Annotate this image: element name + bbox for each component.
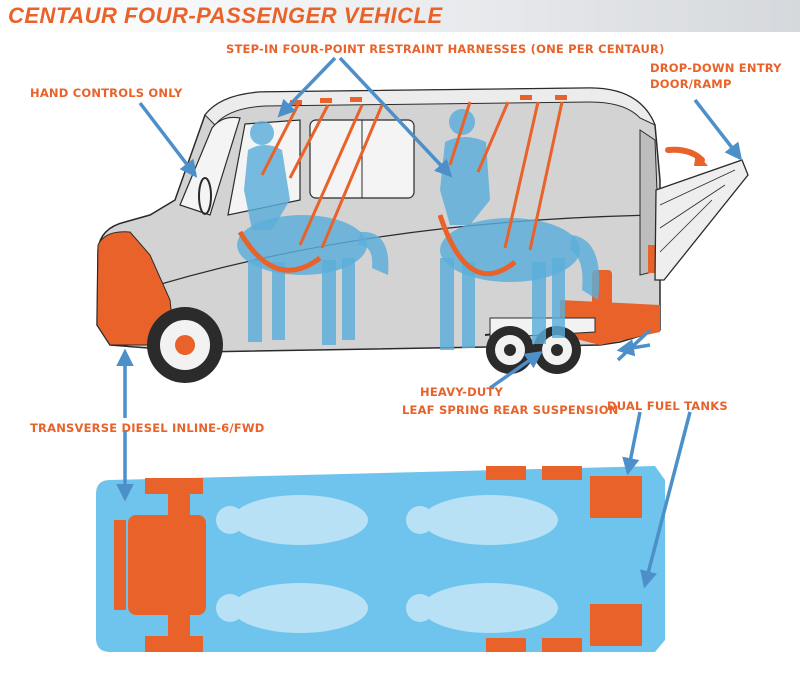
windshield [179, 116, 241, 216]
label-suspension-line1: HEAVY-DUTY [420, 385, 503, 399]
label-engine: TRANSVERSE DIESEL INLINE-6/FWD [30, 421, 265, 435]
label-entry-line2: DOOR/RAMP [650, 77, 732, 91]
plan-engine [128, 515, 206, 615]
plan-fuel-tank-bottom [590, 604, 642, 646]
entry-ramp [654, 146, 749, 281]
label-entry-line1: DROP-DOWN ENTRY [650, 61, 782, 75]
page-title: CENTAUR FOUR-PASSENGER VEHICLE [8, 3, 443, 28]
centaur-passenger [440, 109, 600, 350]
plan-front-wheel-bottom [145, 636, 203, 652]
rear-wheel-2 [533, 326, 581, 374]
label-harnesses: STEP-IN FOUR-POINT RESTRAINT HARNESSES (… [226, 42, 665, 56]
van-top-view [96, 466, 665, 652]
plan-centaur-3 [422, 495, 558, 545]
plan-centaur-2 [232, 583, 368, 633]
front-wheel [147, 307, 223, 383]
label-suspension-line2: LEAF SPRING REAR SUSPENSION [402, 403, 619, 417]
plan-centaur-4 [422, 583, 558, 633]
label-fuel-tanks: DUAL FUEL TANKS [607, 399, 728, 413]
plan-front-wheel-top [145, 478, 203, 494]
plan-centaur-1 [232, 495, 368, 545]
centaur-driver [237, 121, 389, 345]
plan-fuel-tank-top [590, 476, 642, 518]
leader-arrows [116, 56, 743, 589]
title-bar: CENTAUR FOUR-PASSENGER VEHICLE [0, 0, 800, 32]
label-hand-controls: HAND CONTROLS ONLY [30, 86, 183, 100]
steering-wheel [198, 177, 212, 215]
rear-wheel-1 [486, 326, 534, 374]
